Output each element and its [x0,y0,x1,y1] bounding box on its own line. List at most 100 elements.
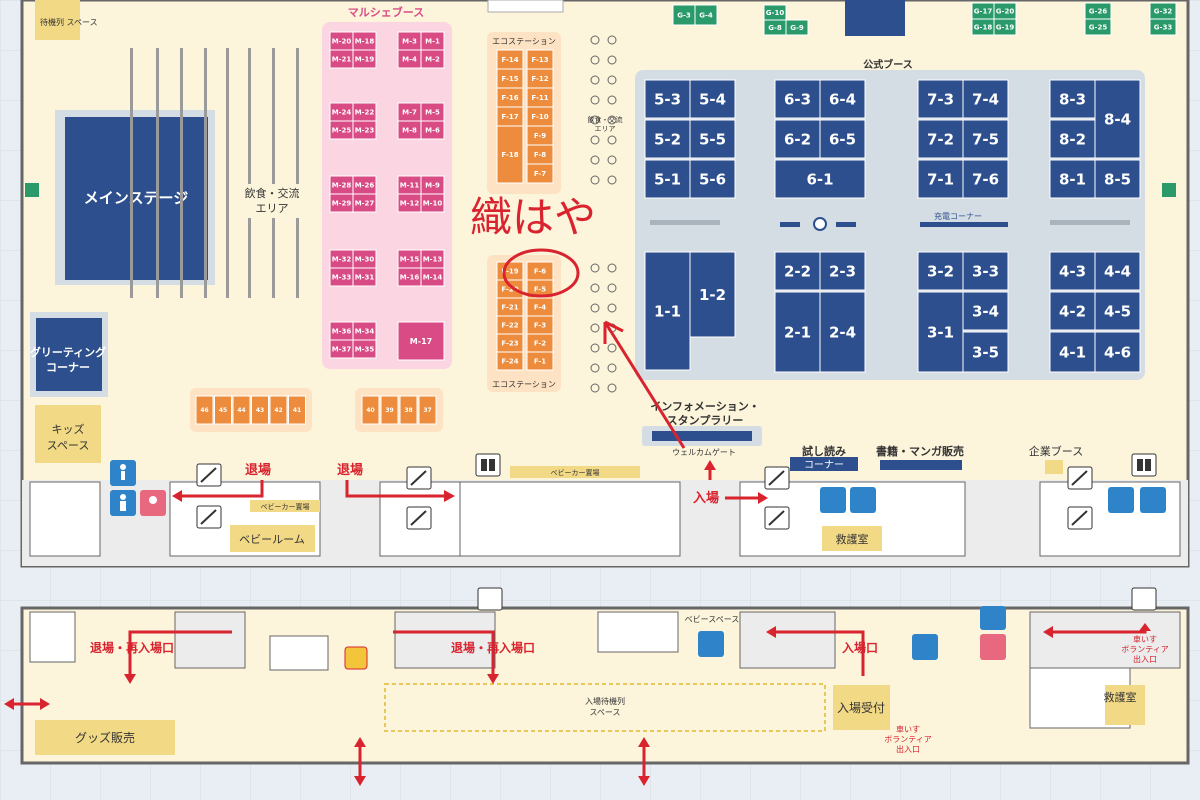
marche-booth-label: M-12 [400,200,420,208]
tree-icons [590,35,617,393]
official-block-label: 1-1 [654,302,681,320]
official-block: 2-1 [774,291,821,373]
f-booth-label: F-14 [501,56,518,64]
main-stage-label: メインステージ [84,189,188,207]
wheelchair-2-c: 出入口 [896,744,920,754]
f-row-booth-label: 44 [237,407,245,414]
marche-booth-label: M-17 [410,337,432,346]
f-row-booth: 40 [361,395,380,425]
f-booth: F-3 [526,315,554,335]
marche-booth-label: M-7 [402,109,417,117]
marche-booth-label: M-9 [425,182,440,190]
nursing-icon [980,606,1006,630]
official-block: 6-2 [774,119,821,159]
f-booth: F-24 [496,351,524,371]
f-booth: F-20 [496,279,524,299]
g-booth-label: G-9 [790,24,804,32]
marche-booth-label: M-36 [332,328,352,336]
marche-booth-label: M-18 [355,38,375,46]
f-row-booth: 38 [399,395,418,425]
official-block: 7-4 [962,79,1009,119]
wheelchair-1-c: 出入口 [1133,654,1157,664]
official-block-label: 6-2 [784,130,811,148]
escalator-icon [764,506,790,530]
exit-reentry-arrow-2 [393,630,499,684]
trial-reading-2: コーナー [804,459,844,471]
marche-booth-label: M-27 [355,200,375,208]
waiting-space-label: 待機列 スペース [40,17,98,27]
official-block: 7-3 [917,79,964,119]
g-booth: G-4 [694,4,718,26]
official-block: 8-1 [1049,159,1096,199]
stroller-parking-label-2: ベビーカー置場 [551,468,600,477]
official-block: 8-5 [1094,159,1141,199]
f-row-booth-label: 45 [219,407,227,414]
f-booth-label: F-11 [531,94,548,102]
g-booth-label: G-8 [768,24,782,32]
f-booth-label: F-12 [531,75,548,83]
official-block-label: 5-3 [654,90,681,108]
elevator-icon [1131,453,1157,477]
official-block-label: 6-4 [829,90,856,108]
marche-booth-label: M-35 [355,346,375,354]
marche-booth-label: M-29 [332,200,352,208]
official-block: 4-1 [1049,331,1096,373]
official-block: 3-2 [917,251,964,291]
exit-left-label: 退場 [245,462,271,478]
marche-booth: M-19 [352,49,377,69]
official-block-label: 7-2 [927,130,954,148]
wheelchair-1-a: 車いす [1133,634,1157,644]
stroller-parking-label-1: ベビーカー置場 [261,502,310,511]
official-block-label: 6-1 [806,170,833,188]
marche-booth: M-36 [329,321,354,341]
escalator-icon [1067,466,1093,490]
f-booth-label: F-17 [501,113,518,121]
tree-icon [607,363,617,373]
f-booth: F-13 [526,49,554,70]
g-booth-label: G-32 [1154,8,1173,16]
official-block-label: 8-5 [1104,170,1131,188]
g-booth: G-20 [993,2,1017,20]
tree-icon [607,343,617,353]
greeting-label-2: コーナー [46,361,90,374]
official-block-label: 7-6 [972,170,999,188]
entrance-gate-label: 入場口 [842,640,878,655]
official-block-label: 6-3 [784,90,811,108]
marche-booth: M-18 [352,31,377,51]
marche-booth-label: M-14 [423,274,443,282]
tree-icon [590,343,600,353]
marche-booth: M-13 [420,249,445,269]
official-block: 4-4 [1094,251,1141,291]
f-row-booth-label: 43 [256,407,264,414]
waiting-lower-1: 入場待機列 [585,696,625,706]
wheelchair-icon [110,460,136,486]
official-block: 5-6 [689,159,736,199]
tree-icon [590,323,600,333]
g-booth: G-32 [1149,2,1177,20]
eco-station-top: エコステーション [492,37,556,46]
f-row-booth: 43 [251,395,269,425]
official-block: 4-3 [1049,251,1096,291]
f-row-booth-label: 41 [293,407,301,414]
f-row-booth: 45 [214,395,232,425]
marche-booth-label: M-15 [400,256,420,264]
g-booth-label: G-17 [974,8,993,16]
marche-booth: M-1 [420,31,445,51]
dining-label-2: エリア [256,202,289,215]
official-block: 1-2 [689,251,736,338]
dining-small-2: エリア [595,125,616,133]
waiting-lower-2: スペース [589,708,620,717]
official-block: 5-1 [644,159,691,199]
g-booth: G-33 [1149,18,1177,36]
g-booth: G-25 [1084,18,1112,36]
annotation-arrow [603,320,686,449]
marche-booth-label: M-16 [400,274,420,282]
reception [833,685,890,730]
marche-booth: M-17 [397,321,445,361]
tree-icon [607,263,617,273]
f-booth: F-23 [496,333,524,353]
restroom-icon [912,634,938,660]
tree-icon [590,135,600,145]
